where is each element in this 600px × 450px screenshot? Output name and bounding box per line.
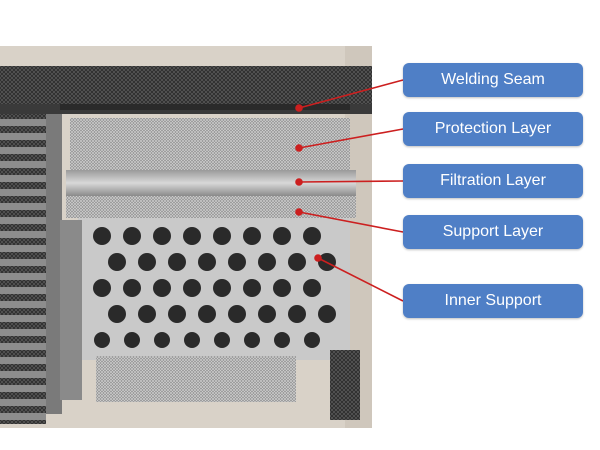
left-pleats <box>0 114 46 424</box>
label-protection-layer: Protection Layer <box>403 112 583 146</box>
label-welding-seam-text: Welding Seam <box>441 71 545 88</box>
protection-layer-mesh <box>70 118 350 172</box>
leader-support-layer <box>298 211 404 233</box>
label-support-layer: Support Layer <box>403 215 583 249</box>
label-filtration-layer: Filtration Layer <box>403 164 583 198</box>
label-protection-layer-text: Protection Layer <box>434 120 552 137</box>
left-torn-edge <box>60 220 82 400</box>
leader-lines <box>295 79 404 302</box>
support-layer-mesh <box>66 196 356 218</box>
bottom-right-fragment <box>330 350 360 420</box>
label-inner-support: Inner Support <box>403 284 583 318</box>
filtration-layer-sheet <box>66 170 356 196</box>
label-inner-support-text: Inner Support <box>444 292 542 309</box>
bottom-mesh <box>96 356 296 402</box>
leader-welding-seam <box>298 79 404 109</box>
label-filtration-layer-text: Filtration Layer <box>440 172 546 189</box>
leader-inner-support <box>317 257 404 302</box>
label-support-layer-text: Support Layer <box>442 223 544 240</box>
leader-filtration-layer <box>298 180 404 183</box>
perforation-holes <box>93 227 336 348</box>
label-welding-seam: Welding Seam <box>403 63 583 97</box>
leader-protection-layer <box>298 128 404 149</box>
